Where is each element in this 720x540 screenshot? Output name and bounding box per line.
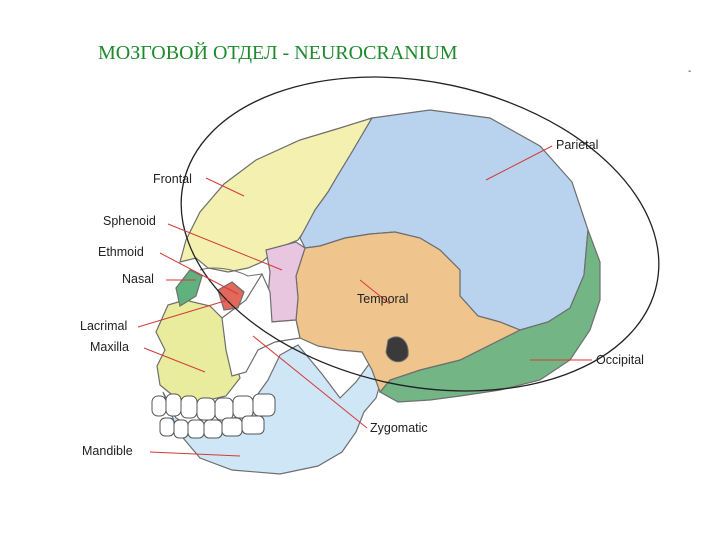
nasal-bone [176,270,202,306]
tooth [253,394,275,416]
label-maxilla: Maxilla [90,340,129,354]
label-zygomatic: Zygomatic [370,421,428,435]
tooth [242,416,264,434]
tooth [188,420,204,438]
tooth [204,420,222,438]
tooth [233,396,253,418]
tooth [152,396,166,416]
label-sphenoid: Sphenoid [103,214,156,228]
tooth [197,398,215,420]
label-lacrimal: Lacrimal [80,319,127,333]
tooth [222,418,242,436]
label-mandible: Mandible [82,444,133,458]
tooth [166,394,181,416]
label-ethmoid: Ethmoid [98,245,144,259]
label-occipital: Occipital [596,353,644,367]
tooth [160,418,174,436]
tooth [215,398,233,420]
tooth [181,396,197,418]
label-nasal: Nasal [122,272,154,286]
label-frontal: Frontal [153,172,192,186]
label-temporal: Temporal [357,292,408,306]
label-parietal: Parietal [556,138,598,152]
tooth [174,420,188,438]
ear-canal [386,337,408,362]
